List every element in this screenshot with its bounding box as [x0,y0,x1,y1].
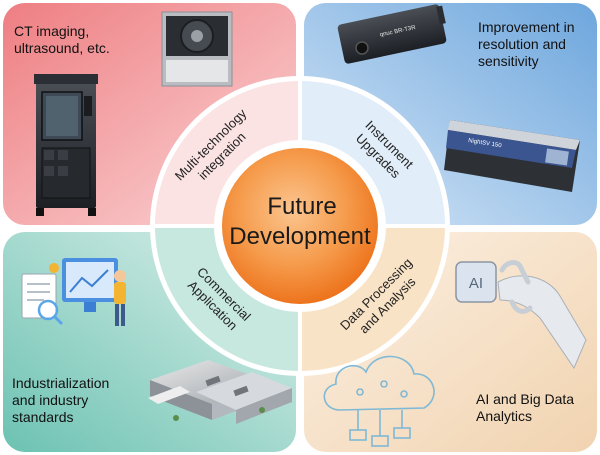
caption-top-right-2: resolution and [478,36,566,52]
caption-top-left-1: CT imaging, [14,23,89,39]
caption-top-right-3: sensitivity [478,53,539,69]
grey-sensor-label: NightSV 150 [468,138,503,149]
data-cloud-icon [323,355,435,447]
caption-bottom-left-1: Industrialization [12,375,109,391]
report-illustration [21,258,126,326]
caption-top-left-2: ultrasound, etc. [14,40,110,56]
caption-top-right-1: Improvement in [478,19,574,35]
center-title-line2: Development [229,223,371,250]
center-circle [222,148,378,304]
cabinet-instrument-image [34,74,98,216]
robot-hand-ai-image: AI [455,260,587,370]
caption-bottom-right-1: AI and Big Data [476,391,574,407]
caption-bottom-left-3: standards [12,409,73,425]
caption-bottom-right-2: Analytics [476,408,532,424]
industrial-campus-image [148,360,292,424]
center-title-line1: Future [267,193,336,220]
caption-bottom-left-2: and industry [12,392,88,408]
grey-sensor-image: NightSV 150 [444,120,580,192]
ai-chip-text: AI [469,275,483,292]
ct-scanner-image [161,11,233,87]
black-sensor-image: qnuc BR-T3R [337,4,447,64]
